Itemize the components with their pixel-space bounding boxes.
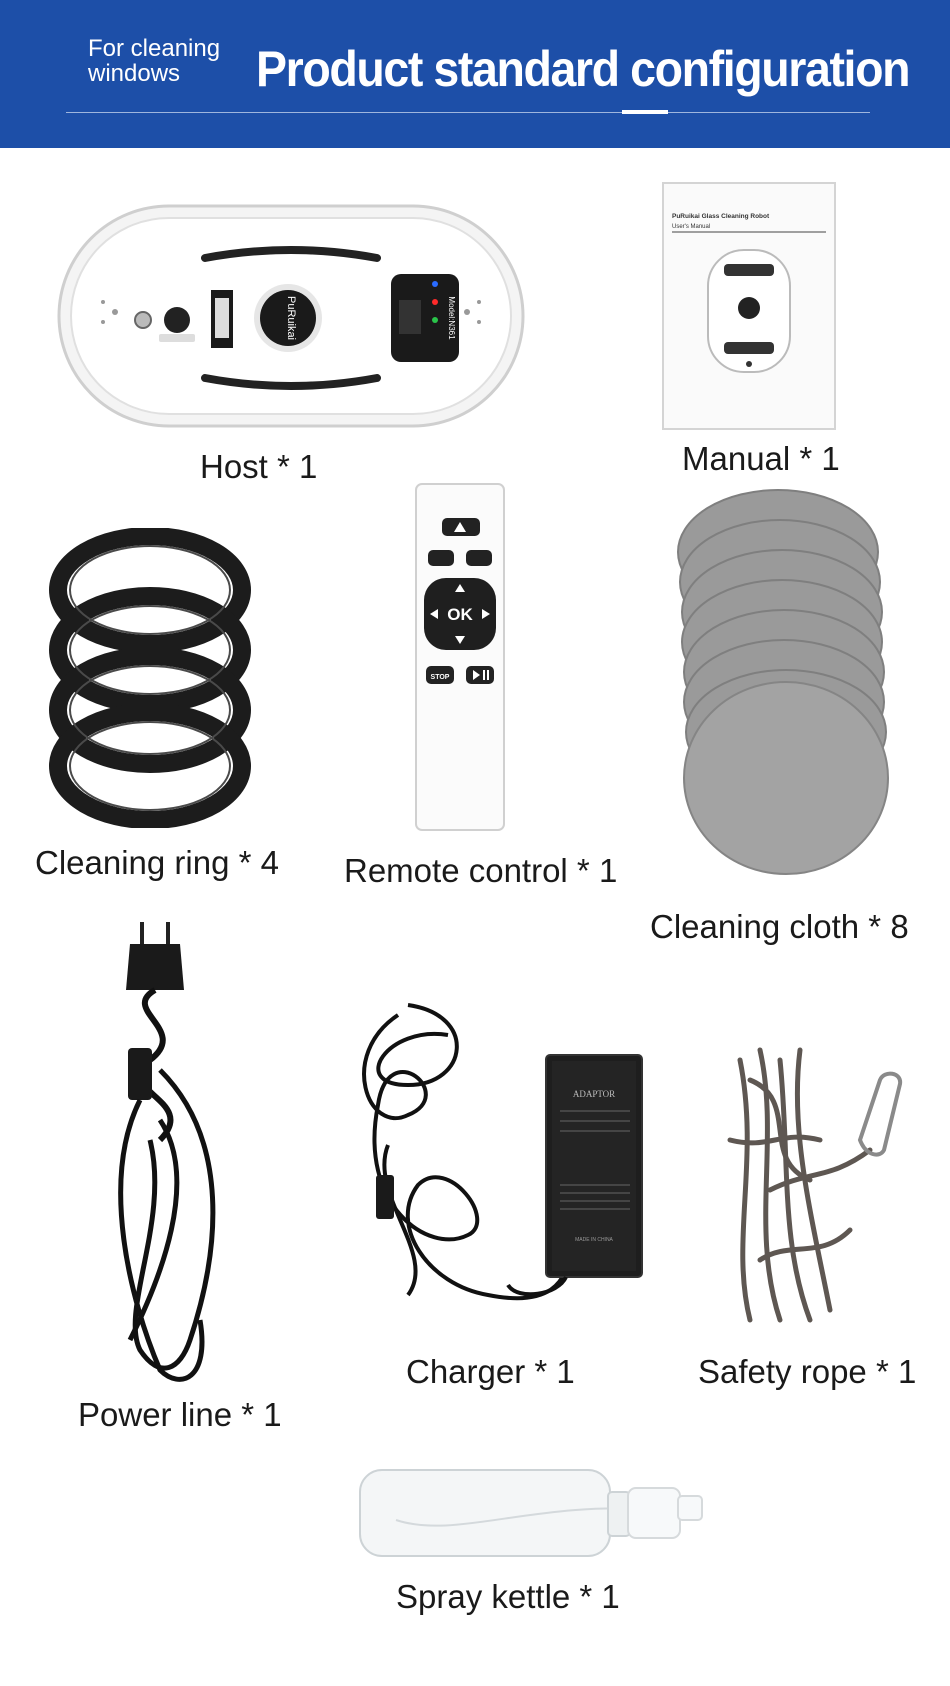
manual-subtitle: User's Manual — [672, 224, 710, 230]
cleaning-cloth-caption: Cleaning cloth * 8 — [650, 908, 909, 945]
charger-label-title: ADAPTOR — [573, 1089, 615, 1099]
header-subtitle-line2: windows — [88, 60, 181, 87]
host-model-label: Model:N361 — [447, 296, 456, 340]
header-subtitle-line1: For cleaning — [88, 35, 221, 62]
manual-title: PuRuikai Glass Cleaning Robot — [672, 213, 770, 220]
header-accent-dash — [622, 110, 668, 114]
header-subtitle: For cleaning windows — [88, 36, 220, 86]
page-title: Product standard configuration — [256, 41, 910, 97]
remote-control-image: OK STOP — [414, 482, 506, 832]
cleaning-ring-image — [44, 528, 256, 828]
cleaning-cloth-image — [674, 488, 894, 878]
host-image: PuRuikai Model:N361 — [55, 202, 527, 432]
manual-image: PuRuikai Glass Cleaning Robot User's Man… — [662, 182, 836, 430]
remote-ok-label: OK — [447, 605, 473, 624]
cleaning-ring-caption: Cleaning ring * 4 — [35, 844, 279, 881]
charger-image: ADAPTOR MADE IN CHINA — [348, 995, 648, 1335]
spray-kettle-image — [356, 1460, 706, 1560]
charger-label-made: MADE IN CHINA — [575, 1237, 613, 1243]
charger-caption: Charger * 1 — [406, 1353, 575, 1390]
host-brand-label: PuRuikai — [285, 296, 297, 340]
remote-stop-label: STOP — [431, 674, 450, 681]
manual-caption: Manual * 1 — [682, 440, 840, 477]
header-banner: For cleaning windows Product standard co… — [0, 0, 950, 148]
spray-kettle-caption: Spray kettle * 1 — [396, 1578, 620, 1615]
remote-control-caption: Remote control * 1 — [344, 852, 618, 889]
power-line-image — [100, 920, 240, 1390]
safety-rope-image — [720, 1040, 910, 1340]
power-line-caption: Power line * 1 — [78, 1396, 282, 1433]
header-divider — [66, 112, 870, 113]
safety-rope-caption: Safety rope * 1 — [698, 1353, 917, 1390]
host-caption: Host * 1 — [200, 448, 318, 485]
